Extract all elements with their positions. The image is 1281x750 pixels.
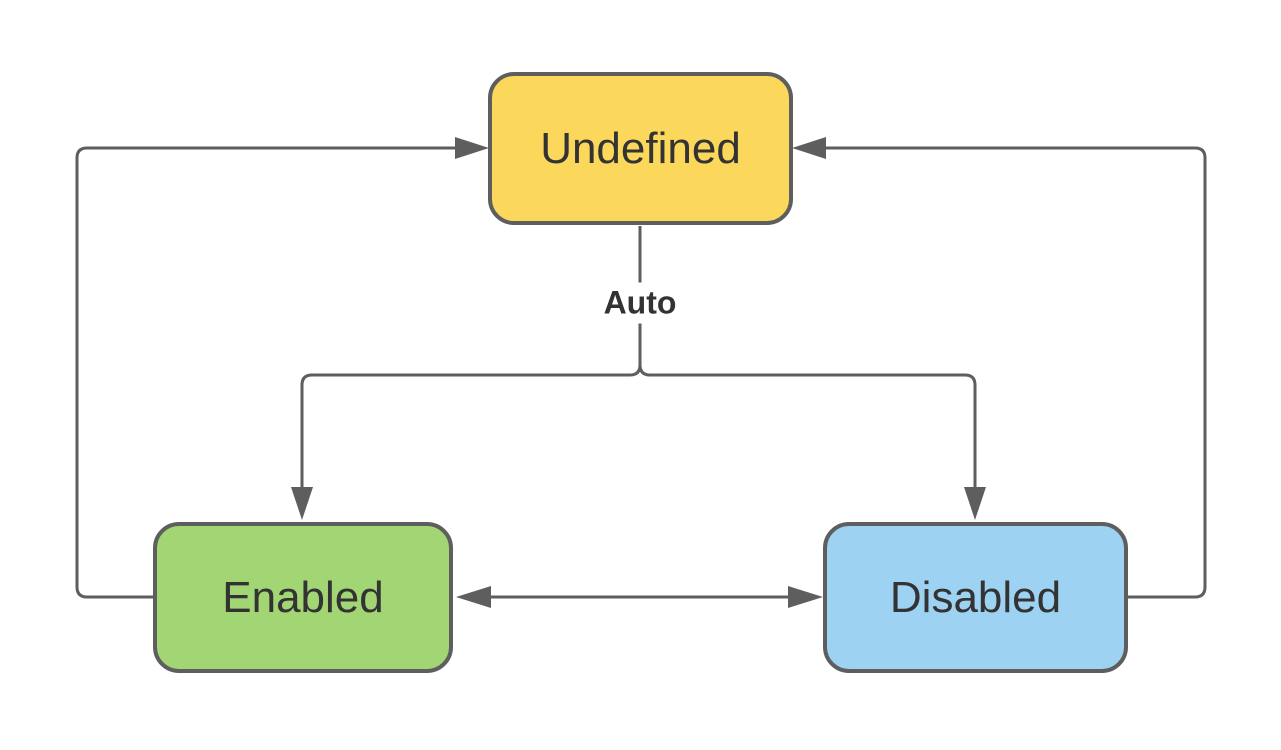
node-undefined-label: Undefined: [540, 123, 741, 173]
arrowhead-into-undefined-left: [455, 137, 489, 159]
node-disabled-label: Disabled: [889, 572, 1062, 622]
arrowhead-into-enabled-right: [456, 586, 491, 608]
edge-enabled-to-undefined-path[interactable]: [75, 146, 455, 599]
edge-undefined-auto-branch[interactable]: [291, 226, 986, 520]
edge-enabled-to-undefined[interactable]: [75, 137, 489, 599]
node-enabled[interactable]: Enabled: [153, 522, 453, 673]
edge-disabled-to-undefined-path[interactable]: [826, 146, 1207, 599]
arrowhead-into-undefined-right: [792, 137, 826, 159]
edge-label-auto[interactable]: Auto: [595, 282, 685, 324]
edge-enabled-disabled-bidirectional[interactable]: [456, 586, 823, 608]
arrowhead-into-enabled-top: [291, 487, 313, 520]
edge-auto-right-branch-path[interactable]: [638, 364, 977, 512]
node-enabled-label: Enabled: [222, 572, 384, 622]
arrowhead-into-disabled-top: [964, 487, 986, 520]
node-disabled[interactable]: Disabled: [823, 522, 1128, 673]
edge-disabled-to-undefined[interactable]: [792, 137, 1207, 599]
node-undefined[interactable]: Undefined: [488, 72, 793, 225]
edge-auto-left-branch-path[interactable]: [300, 364, 642, 512]
arrowhead-into-disabled-left: [788, 586, 823, 608]
